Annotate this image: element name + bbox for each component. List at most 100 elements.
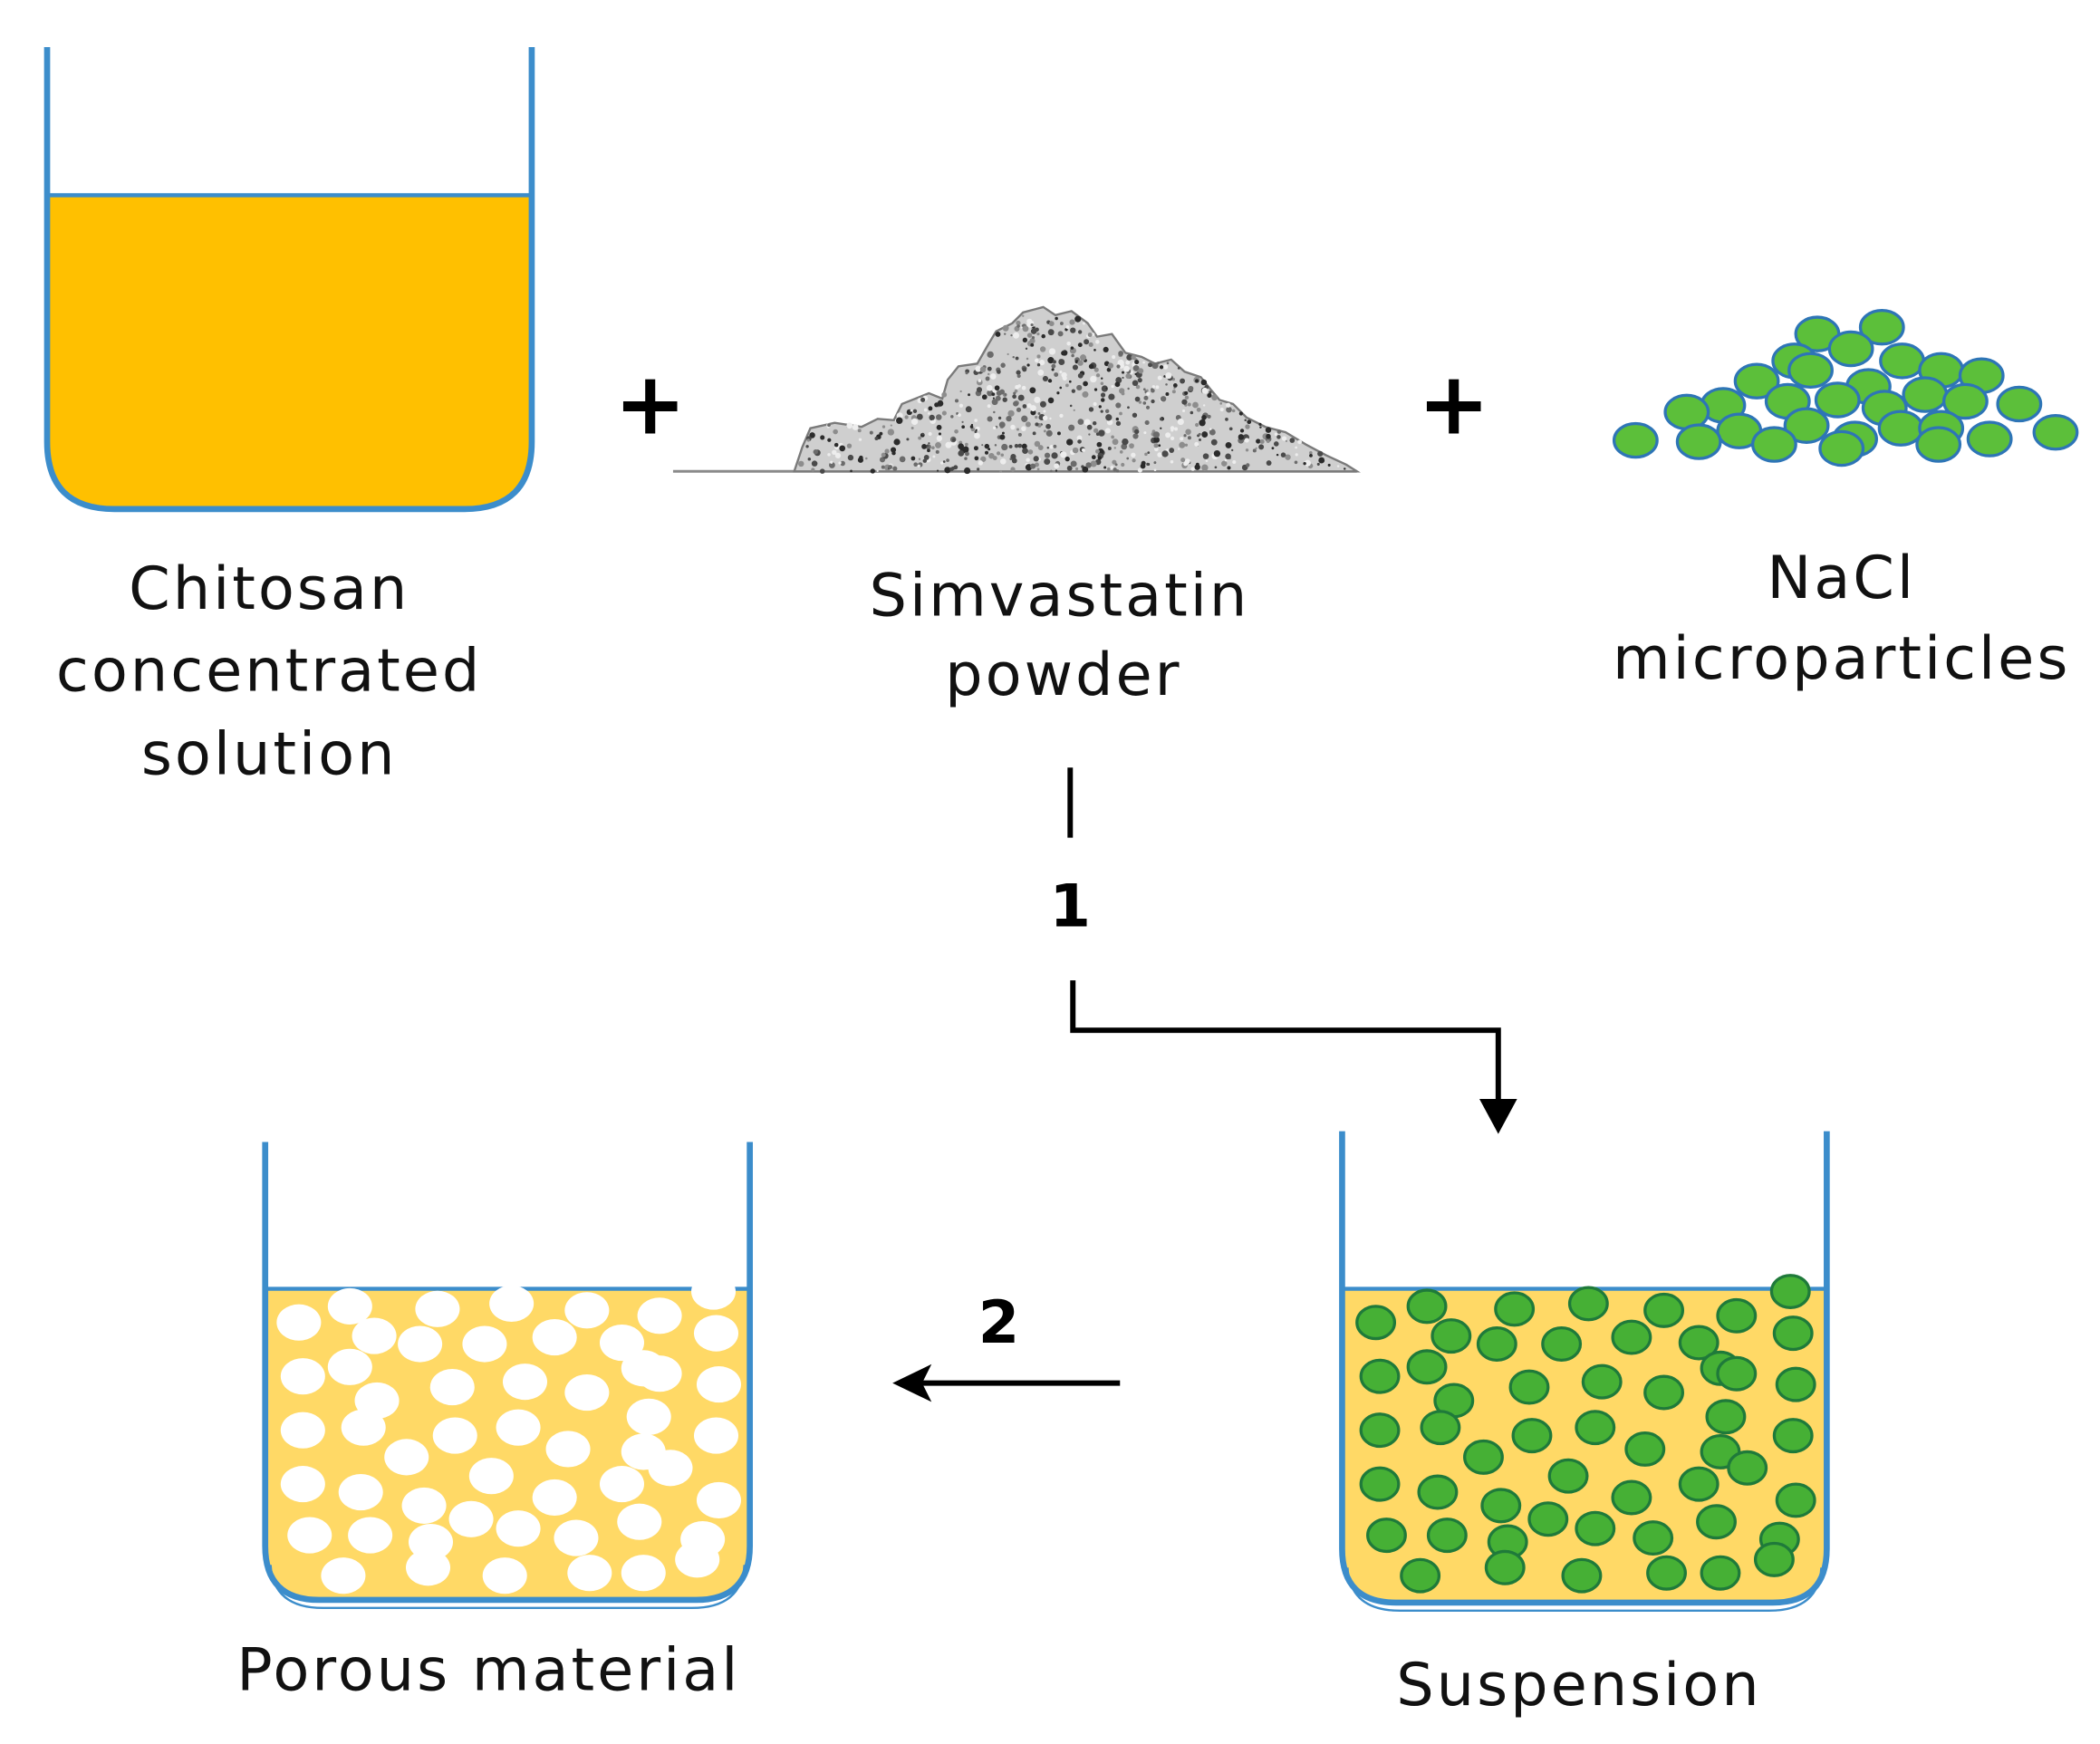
powder-speck <box>1265 427 1272 433</box>
powder-speck <box>1201 415 1207 420</box>
powder-speck <box>1093 349 1096 352</box>
powder-speck <box>1085 462 1092 468</box>
powder-speck <box>1081 448 1086 452</box>
powder-speck <box>1153 443 1159 448</box>
suspension-beaker-base-line <box>1346 1567 1823 1613</box>
pore <box>693 1315 739 1352</box>
powder-speck <box>838 461 842 465</box>
powder-speck <box>999 469 1003 473</box>
powder-speck <box>1195 379 1199 383</box>
powder-speck <box>1160 417 1163 421</box>
suspension-beaker-wall <box>1339 1131 1830 1606</box>
powder-speck <box>1010 334 1013 337</box>
suspension-particle <box>1775 1366 1816 1402</box>
powder-speck <box>829 462 835 468</box>
powder-speck <box>1137 378 1142 383</box>
pore <box>675 1541 720 1578</box>
suspension-particles <box>1355 1274 1816 1594</box>
nacl-particle <box>2032 413 2079 451</box>
suspension-beaker <box>1339 1131 1830 1613</box>
powder-speck <box>1065 325 1070 329</box>
powder-speck <box>813 448 819 455</box>
powder-speck <box>1165 371 1172 380</box>
powder-speck <box>1170 426 1175 430</box>
powder-speck <box>1093 367 1099 372</box>
powder-speck <box>1090 375 1097 383</box>
powder-speck <box>986 384 993 391</box>
powder-speck <box>987 404 991 409</box>
powder-speck <box>1132 458 1136 463</box>
powder-speck <box>1002 397 1007 402</box>
nacl-particle <box>1675 423 1722 460</box>
powder-speck <box>974 419 978 422</box>
powder-speck <box>1232 459 1237 465</box>
powder-speck <box>1210 438 1218 446</box>
powder-speck <box>1138 400 1142 404</box>
powder-speck <box>1180 458 1186 463</box>
powder-speck <box>1001 431 1005 435</box>
powder-speck <box>1086 424 1093 430</box>
powder-speck <box>974 432 980 439</box>
simvastatin-powder-pile <box>672 305 1361 475</box>
powder-speck <box>1135 384 1141 390</box>
powder-speck <box>1145 405 1151 410</box>
powder-speck <box>1134 429 1140 435</box>
step-2-arrow <box>892 1363 1121 1402</box>
powder-speck <box>1195 462 1199 467</box>
suspension-particle <box>1705 1399 1747 1435</box>
powder-speck <box>859 455 863 460</box>
nacl-particle <box>1858 309 1905 346</box>
powder-speck <box>921 432 925 436</box>
suspension-particle <box>1643 1292 1685 1328</box>
nacl-particle <box>1827 330 1874 368</box>
powder-speck <box>896 412 903 419</box>
powder-speck <box>1344 467 1346 470</box>
powder-speck <box>1011 458 1017 464</box>
powder-speck <box>1013 391 1016 395</box>
powder-speck <box>1004 393 1007 397</box>
powder-speck <box>1245 448 1249 452</box>
nacl-particle <box>1783 407 1830 444</box>
nacl-particle <box>1787 352 1834 389</box>
suspension-particle <box>1541 1326 1583 1362</box>
powder-speck <box>1088 363 1094 370</box>
powder-speck <box>833 429 838 435</box>
step-1-arrowhead <box>1479 1098 1517 1134</box>
powder-speck <box>1134 359 1140 365</box>
pore <box>348 1517 393 1554</box>
powder-speck <box>1129 443 1134 449</box>
powder-speck <box>1016 370 1021 375</box>
powder-speck <box>1047 329 1055 336</box>
suspension-particle <box>1753 1541 1795 1577</box>
powder-speck <box>1095 448 1100 454</box>
powder-speck <box>918 458 921 460</box>
powder-speck <box>1069 404 1073 408</box>
nacl-microparticles-pile <box>1612 309 2079 467</box>
pore <box>599 1466 645 1503</box>
powder-speck <box>996 451 1001 456</box>
step-1-arrow <box>1067 767 1517 1134</box>
powder-speck <box>1026 318 1033 324</box>
powder-speck <box>879 431 883 436</box>
powder-speck <box>1014 443 1019 448</box>
powder-speck <box>987 351 994 359</box>
powder-speck <box>958 403 964 408</box>
powder-speck <box>1228 427 1233 431</box>
pore <box>567 1555 612 1592</box>
pore <box>545 1431 591 1468</box>
powder-speck <box>1259 426 1262 429</box>
powder-speck <box>1196 407 1201 412</box>
powder-speck <box>1054 372 1059 377</box>
pore <box>398 1325 443 1363</box>
powder-speck <box>927 448 930 453</box>
powder-speck <box>1169 448 1175 453</box>
label-nacl-line-2: microparticles <box>1613 624 2070 693</box>
powder-speck <box>985 376 990 381</box>
powder-speck <box>1017 443 1023 448</box>
powder-speck <box>1171 390 1176 394</box>
powder-speck <box>887 429 895 436</box>
powder-speck <box>1006 415 1012 422</box>
powder-speck <box>1106 419 1113 426</box>
powder-speck <box>1007 410 1015 417</box>
